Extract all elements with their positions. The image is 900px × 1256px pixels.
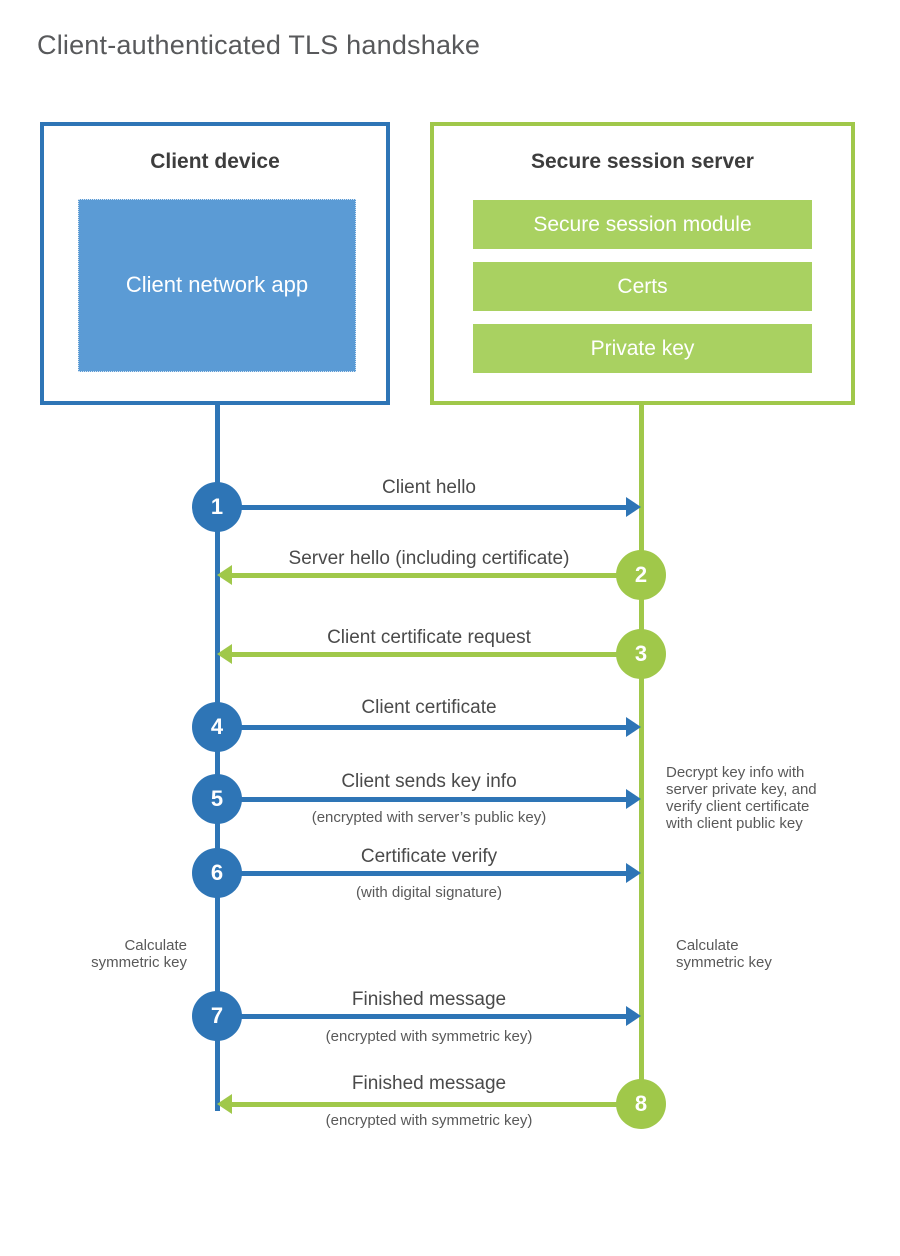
arrow-line bbox=[217, 1014, 627, 1019]
arrow-right-icon bbox=[626, 1006, 641, 1026]
client-device-title: Client device bbox=[150, 150, 280, 173]
secure-session-server-box: Secure session server Secure session mod… bbox=[430, 122, 855, 405]
arrow-left-icon bbox=[217, 644, 232, 664]
step-badge: 6 bbox=[192, 848, 242, 898]
arrow-left-icon bbox=[217, 565, 232, 585]
arrow-line bbox=[232, 573, 641, 578]
message-sublabel: (encrypted with symmetric key) bbox=[325, 1028, 533, 1045]
server-module-bar: Secure session module bbox=[473, 200, 812, 249]
server-module-label: Certs bbox=[617, 274, 668, 298]
server-module-bar: Certs bbox=[473, 262, 812, 311]
note-calculate-symmetric-key-client: Calculate symmetric key bbox=[91, 937, 187, 971]
arrow-right-icon bbox=[626, 497, 641, 517]
message-label: Certificate verify bbox=[360, 846, 498, 867]
message-label: Server hello (including certificate) bbox=[288, 548, 570, 569]
arrow-line bbox=[232, 652, 641, 657]
server-lifeline bbox=[639, 405, 644, 1104]
message-label: Client hello bbox=[382, 477, 476, 498]
client-lifeline bbox=[215, 405, 220, 1111]
arrow-line bbox=[217, 505, 627, 510]
message-label: Client certificate request bbox=[327, 627, 531, 648]
note-decrypt-key-info: Decrypt key info with server private key… bbox=[666, 764, 817, 832]
step-badge: 8 bbox=[616, 1079, 666, 1129]
arrow-line bbox=[217, 797, 627, 802]
client-network-app-label: Client network app bbox=[125, 272, 309, 298]
server-modules: Secure session module Certs Private key bbox=[473, 200, 812, 386]
message-label: Client certificate bbox=[361, 697, 497, 718]
arrow-left-icon bbox=[217, 1094, 232, 1114]
arrow-right-icon bbox=[626, 863, 641, 883]
arrow-right-icon bbox=[626, 789, 641, 809]
step-badge: 3 bbox=[616, 629, 666, 679]
message-sublabel: (encrypted with server’s public key) bbox=[311, 809, 547, 826]
step-badge: 7 bbox=[192, 991, 242, 1041]
step-badge: 1 bbox=[192, 482, 242, 532]
arrow-line bbox=[232, 1102, 641, 1107]
server-module-label: Private key bbox=[590, 336, 695, 360]
secure-session-server-title: Secure session server bbox=[531, 150, 754, 173]
client-network-app-box: Client network app bbox=[78, 199, 356, 372]
message-sublabel: (encrypted with symmetric key) bbox=[325, 1112, 533, 1129]
step-badge: 4 bbox=[192, 702, 242, 752]
note-calculate-symmetric-key-server: Calculate symmetric key bbox=[676, 937, 772, 971]
message-label: Finished message bbox=[351, 1073, 507, 1094]
step-badge: 2 bbox=[616, 550, 666, 600]
server-module-label: Secure session module bbox=[533, 212, 752, 236]
arrow-line bbox=[217, 725, 627, 730]
client-device-box: Client device Client network app bbox=[40, 122, 390, 405]
step-badge: 5 bbox=[192, 774, 242, 824]
arrow-right-icon bbox=[626, 717, 641, 737]
message-sublabel: (with digital signature) bbox=[356, 884, 502, 901]
message-label: Finished message bbox=[351, 989, 507, 1010]
page-title: Client-authenticated TLS handshake bbox=[37, 30, 481, 60]
server-module-bar: Private key bbox=[473, 324, 812, 373]
message-label: Client sends key info bbox=[341, 771, 517, 792]
arrow-line bbox=[217, 871, 627, 876]
